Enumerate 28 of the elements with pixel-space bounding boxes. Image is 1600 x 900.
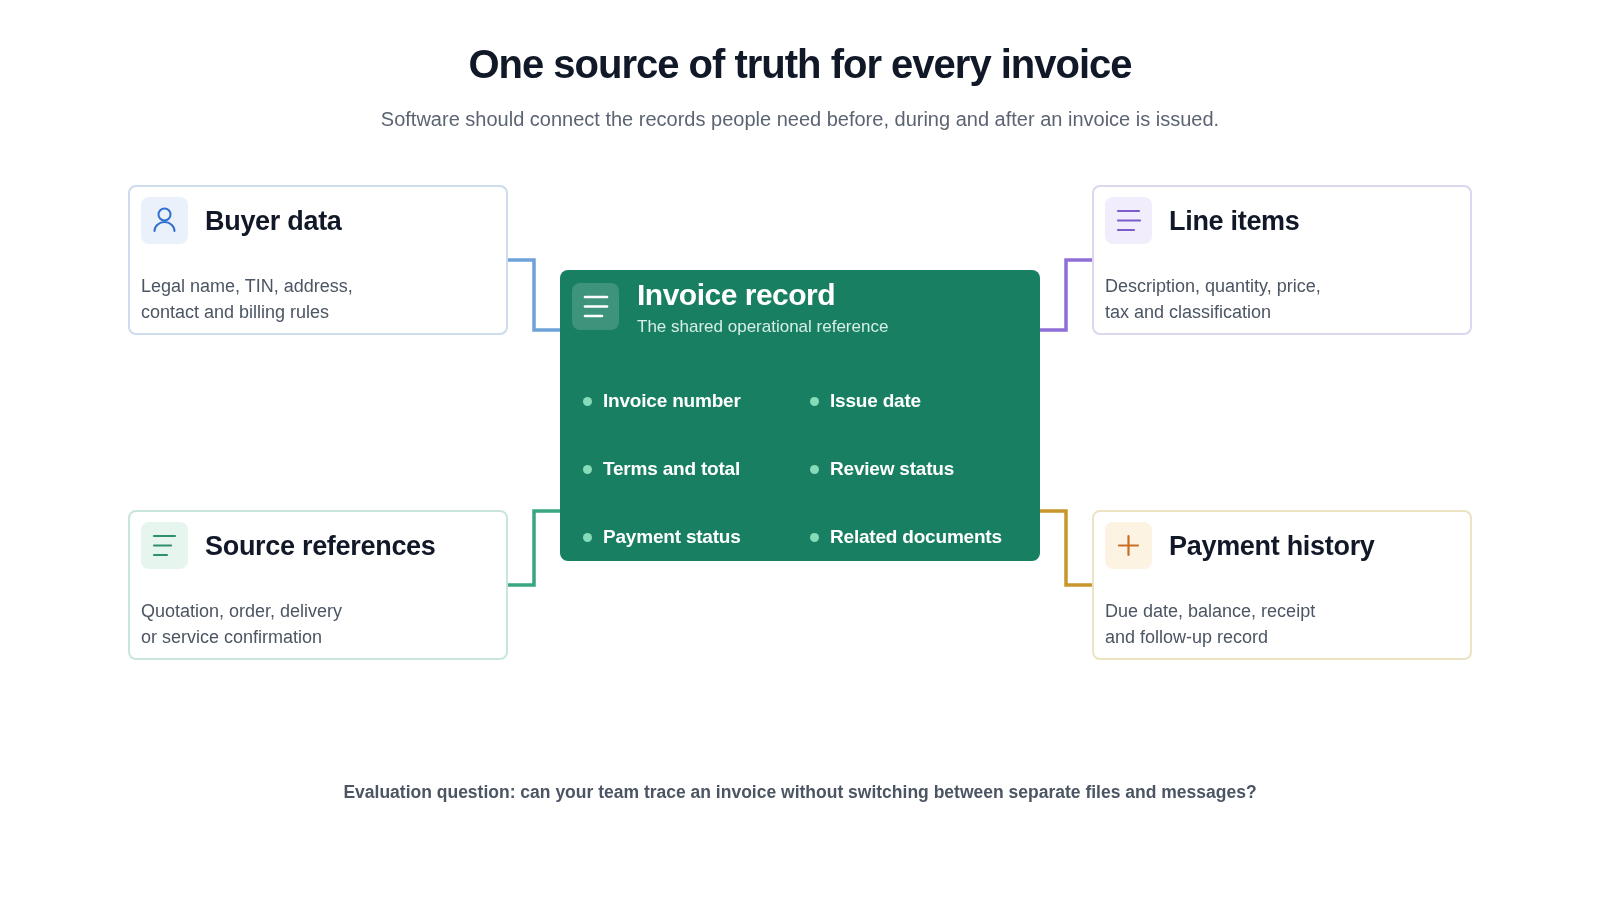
info-card [1092,510,1472,660]
field-name: Payment status [603,525,741,549]
connector-line [1040,258,1092,332]
footer-note: Evaluation question: can your team trace an invoice without switching between separate files and messages? [343,781,1257,804]
card-heading: Buyer data [205,204,342,237]
field-name: Invoice number [603,389,741,413]
connector-line [508,509,560,587]
connector-line [1040,509,1092,587]
record-card [560,270,1040,561]
card-heading: Source references [205,529,436,562]
card-heading: Payment history [1169,529,1375,562]
card-subtitle: The shared operational reference [637,316,889,338]
subtitle: Software should connect the records people need before, during and after an invoice is issued. [380,107,1220,132]
info-card [1092,185,1472,335]
connector-line [508,258,560,332]
card-heading: Line items [1169,204,1300,237]
card-description: Due date, balance, receipt and follow-up record [1105,600,1317,649]
card-heading: Invoice record [637,278,836,312]
card-description: Legal name, TIN, address, contact and billing rules [141,275,354,324]
card-description: Description, quantity, price, tax and classification [1105,275,1322,324]
info-card [128,510,508,660]
title: One source of truth for every invoice [468,41,1132,88]
field-name: Review status [830,457,955,481]
card-description: Quotation, order, delivery or service confirmation [141,600,344,649]
field-name: Terms and total [603,457,741,481]
field-name: Issue date [830,389,921,413]
info-card [128,185,508,335]
field-name: Related documents [830,525,1002,549]
